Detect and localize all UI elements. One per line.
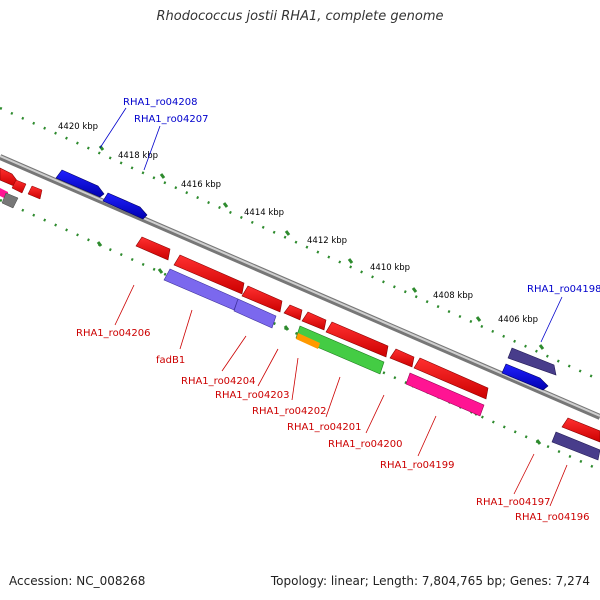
scale-label: 4410 kbp — [370, 263, 410, 273]
scale-label: 4406 kbp — [498, 315, 538, 325]
leader-line — [325, 376, 341, 418]
gene-label-fadB1[interactable]: fadB1 — [156, 355, 185, 366]
scale-label: 4408 kbp — [433, 291, 473, 301]
major-tick — [96, 241, 103, 247]
backbone-highlight — [0, 155, 600, 417]
gene-arrow[interactable] — [173, 254, 245, 295]
scale-label: 4416 kbp — [181, 180, 221, 190]
gene-arrow[interactable] — [561, 417, 600, 443]
forward-strand-genes — [0, 167, 557, 391]
gene-arrow[interactable] — [27, 185, 43, 200]
reverse-gene-labels: RHA1_ro04206 fadB1 RHA1_ro04204 RHA1_ro0… — [76, 328, 590, 523]
genome-summary-text: Topology: linear; Length: 7,804,765 bp; … — [270, 574, 590, 588]
gene-arrow[interactable] — [389, 348, 415, 368]
gene-arrow[interactable] — [325, 321, 389, 358]
gene-block[interactable] — [233, 298, 277, 329]
gene-block[interactable] — [405, 372, 485, 417]
gene-block[interactable] — [1, 192, 19, 209]
scale-labels: 4420 kbp 4418 kbp 4416 kbp 4414 kbp 4412… — [58, 122, 538, 325]
leader-line — [540, 296, 563, 343]
leader-line — [143, 125, 161, 171]
leader-line — [221, 335, 247, 372]
gene-label-ro04207[interactable]: RHA1_ro04207 — [134, 114, 209, 125]
leader-line — [291, 357, 299, 401]
major-tick — [284, 230, 291, 236]
gene-arrow[interactable] — [501, 363, 549, 391]
gene-block[interactable] — [507, 347, 557, 376]
major-tick — [475, 316, 482, 322]
gene-label-ro04204[interactable]: RHA1_ro04204 — [181, 376, 256, 387]
gene-label-ro04203[interactable]: RHA1_ro04203 — [215, 390, 290, 401]
gene-arrow[interactable] — [102, 192, 148, 220]
gene-arrow[interactable] — [283, 304, 303, 321]
gene-label-ro04198[interactable]: RHA1_ro04198 — [527, 284, 600, 295]
gene-label-ro04200[interactable]: RHA1_ro04200 — [328, 439, 403, 450]
leader-line — [179, 309, 193, 350]
leader-line — [417, 415, 437, 457]
gene-block[interactable] — [163, 268, 239, 311]
major-tick — [222, 202, 229, 208]
gene-arrow[interactable] — [301, 311, 327, 331]
gene-arrow[interactable] — [11, 179, 27, 194]
gene-block[interactable] — [295, 325, 385, 375]
leader-line — [365, 394, 385, 434]
reverse-strand-genes — [0, 179, 600, 461]
leader-line — [99, 107, 127, 149]
gene-label-ro04197[interactable]: RHA1_ro04197 — [476, 497, 551, 508]
forward-leader-lines — [99, 107, 563, 343]
reverse-leader-lines — [114, 284, 568, 507]
gene-label-ro04196[interactable]: RHA1_ro04196 — [515, 512, 590, 523]
major-tick — [347, 258, 354, 264]
forward-gene-labels: RHA1_ro04208 RHA1_ro04207 RHA1_ro04198 — [123, 97, 600, 295]
gene-label-ro04206[interactable]: RHA1_ro04206 — [76, 328, 151, 339]
scale-label: 4412 kbp — [307, 236, 347, 246]
leader-line — [549, 464, 568, 507]
scale-label: 4414 kbp — [244, 208, 284, 218]
accession-text: Accession: NC_008268 — [9, 574, 146, 588]
major-tick — [159, 173, 166, 179]
gene-arrow[interactable] — [135, 236, 171, 261]
leader-line — [513, 453, 535, 495]
upper-scale-track — [0, 106, 600, 382]
gene-arrow[interactable] — [413, 357, 489, 400]
major-tick — [535, 439, 542, 445]
gene-arrow[interactable] — [241, 285, 283, 313]
scale-label: 4418 kbp — [118, 151, 158, 161]
scale-label: 4420 kbp — [58, 122, 98, 132]
leader-line — [114, 284, 135, 326]
major-tick — [157, 268, 164, 274]
major-tick — [411, 287, 418, 293]
genome-backbone — [0, 154, 600, 420]
gene-block[interactable] — [296, 333, 320, 349]
gene-label-ro04201[interactable]: RHA1_ro04201 — [287, 422, 362, 433]
gene-block[interactable] — [551, 431, 600, 461]
genome-title: Rhodococcus jostii RHA1, complete genome — [156, 9, 444, 24]
upper-scale-ticks — [0, 106, 600, 382]
gene-label-ro04199[interactable]: RHA1_ro04199 — [380, 460, 455, 471]
major-tick — [283, 325, 290, 331]
gene-label-ro04208[interactable]: RHA1_ro04208 — [123, 97, 198, 108]
major-tick — [538, 344, 545, 350]
gene-arrow[interactable] — [55, 169, 105, 198]
leader-line — [257, 348, 279, 387]
gene-label-ro04202[interactable]: RHA1_ro04202 — [252, 406, 327, 417]
